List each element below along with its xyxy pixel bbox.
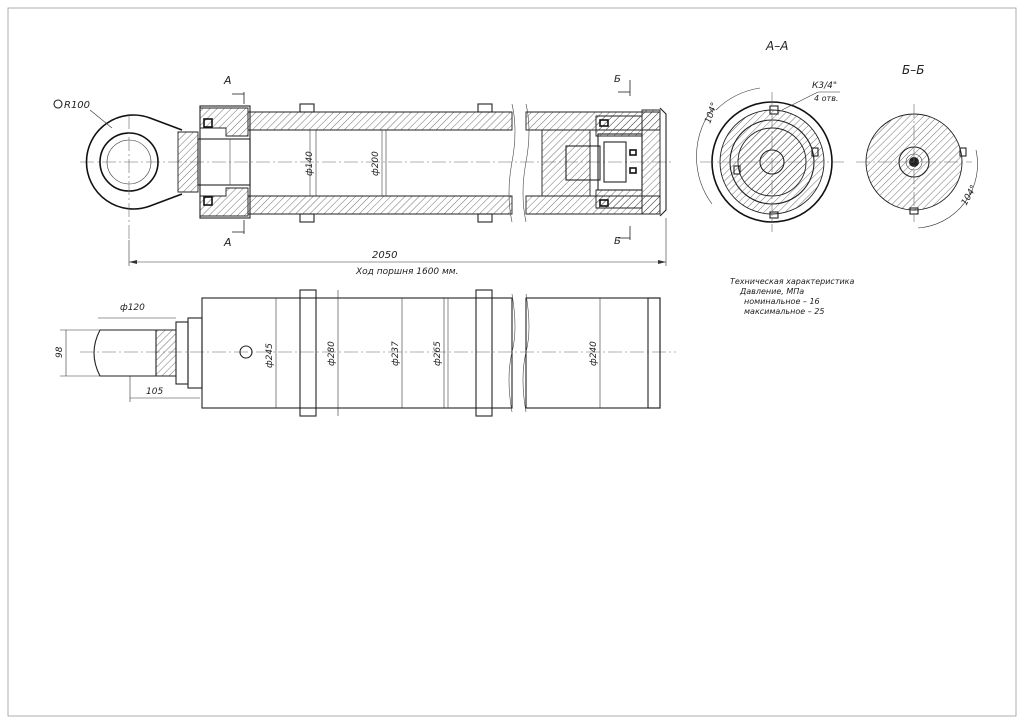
dia-end-label: ф120 (120, 303, 145, 313)
gland-head (199, 105, 251, 219)
rod-eye (85, 114, 199, 240)
view-aa-title: А–А (765, 39, 788, 53)
dia-bore-label: ф200 (371, 151, 381, 176)
tech-maximum: максимальное – 25 (744, 307, 824, 316)
overall-dimension: 2050 Ход поршня 1600 мм. (128, 218, 667, 277)
sheet-frame (7, 7, 1017, 717)
tech-nominal: номинальное – 16 (744, 297, 820, 306)
section-b-bottom-label: Б (614, 236, 621, 247)
section-aa-view: А–А 104° К3/4" 4 отв. (696, 39, 844, 232)
dia-240-label: ф240 (589, 341, 599, 366)
angle-bb-label: 104° (960, 184, 980, 208)
cylinder-exterior-view: ф120 98 105 ф245 ф280 ф237 ф265 ф240 (55, 289, 676, 417)
overall-length-label: 2050 (372, 250, 397, 261)
dia-265-label: ф265 (433, 341, 443, 366)
radius-callout: R100 (53, 99, 113, 129)
section-marker-b: Б Б (614, 74, 631, 247)
tech-title: Техническая характеристика (730, 277, 855, 286)
angle-aa-label: 104° (703, 101, 720, 125)
dia-rod-label: ф140 (305, 151, 315, 176)
dia-245-label: ф245 (265, 343, 275, 368)
dia-237-label: ф237 (391, 341, 401, 366)
section-a-bottom-label: А (223, 236, 232, 249)
radius-label: R100 (64, 100, 90, 111)
piston-assembly (541, 107, 667, 217)
section-bb-view: Б–Б 104° (856, 63, 980, 229)
dia-280-label: ф280 (327, 341, 337, 366)
section-b-top-label: Б (614, 74, 621, 85)
section-a-top-label: А (223, 74, 232, 87)
len-105-label: 105 (146, 387, 163, 397)
holes-label: 4 отв. (814, 94, 838, 103)
height-98-label: 98 (55, 346, 65, 358)
tech-pressure: Давление, МПа (739, 287, 804, 296)
tech-characteristics: Техническая характеристика Давление, МПа… (730, 277, 855, 316)
view-bb-title: Б–Б (902, 63, 924, 77)
cylinder-section-view: R100 (53, 74, 672, 277)
stroke-label: Ход поршня 1600 мм. (355, 267, 458, 277)
section-marker-a: А А (223, 74, 245, 249)
thread-label: К3/4" (812, 81, 837, 91)
